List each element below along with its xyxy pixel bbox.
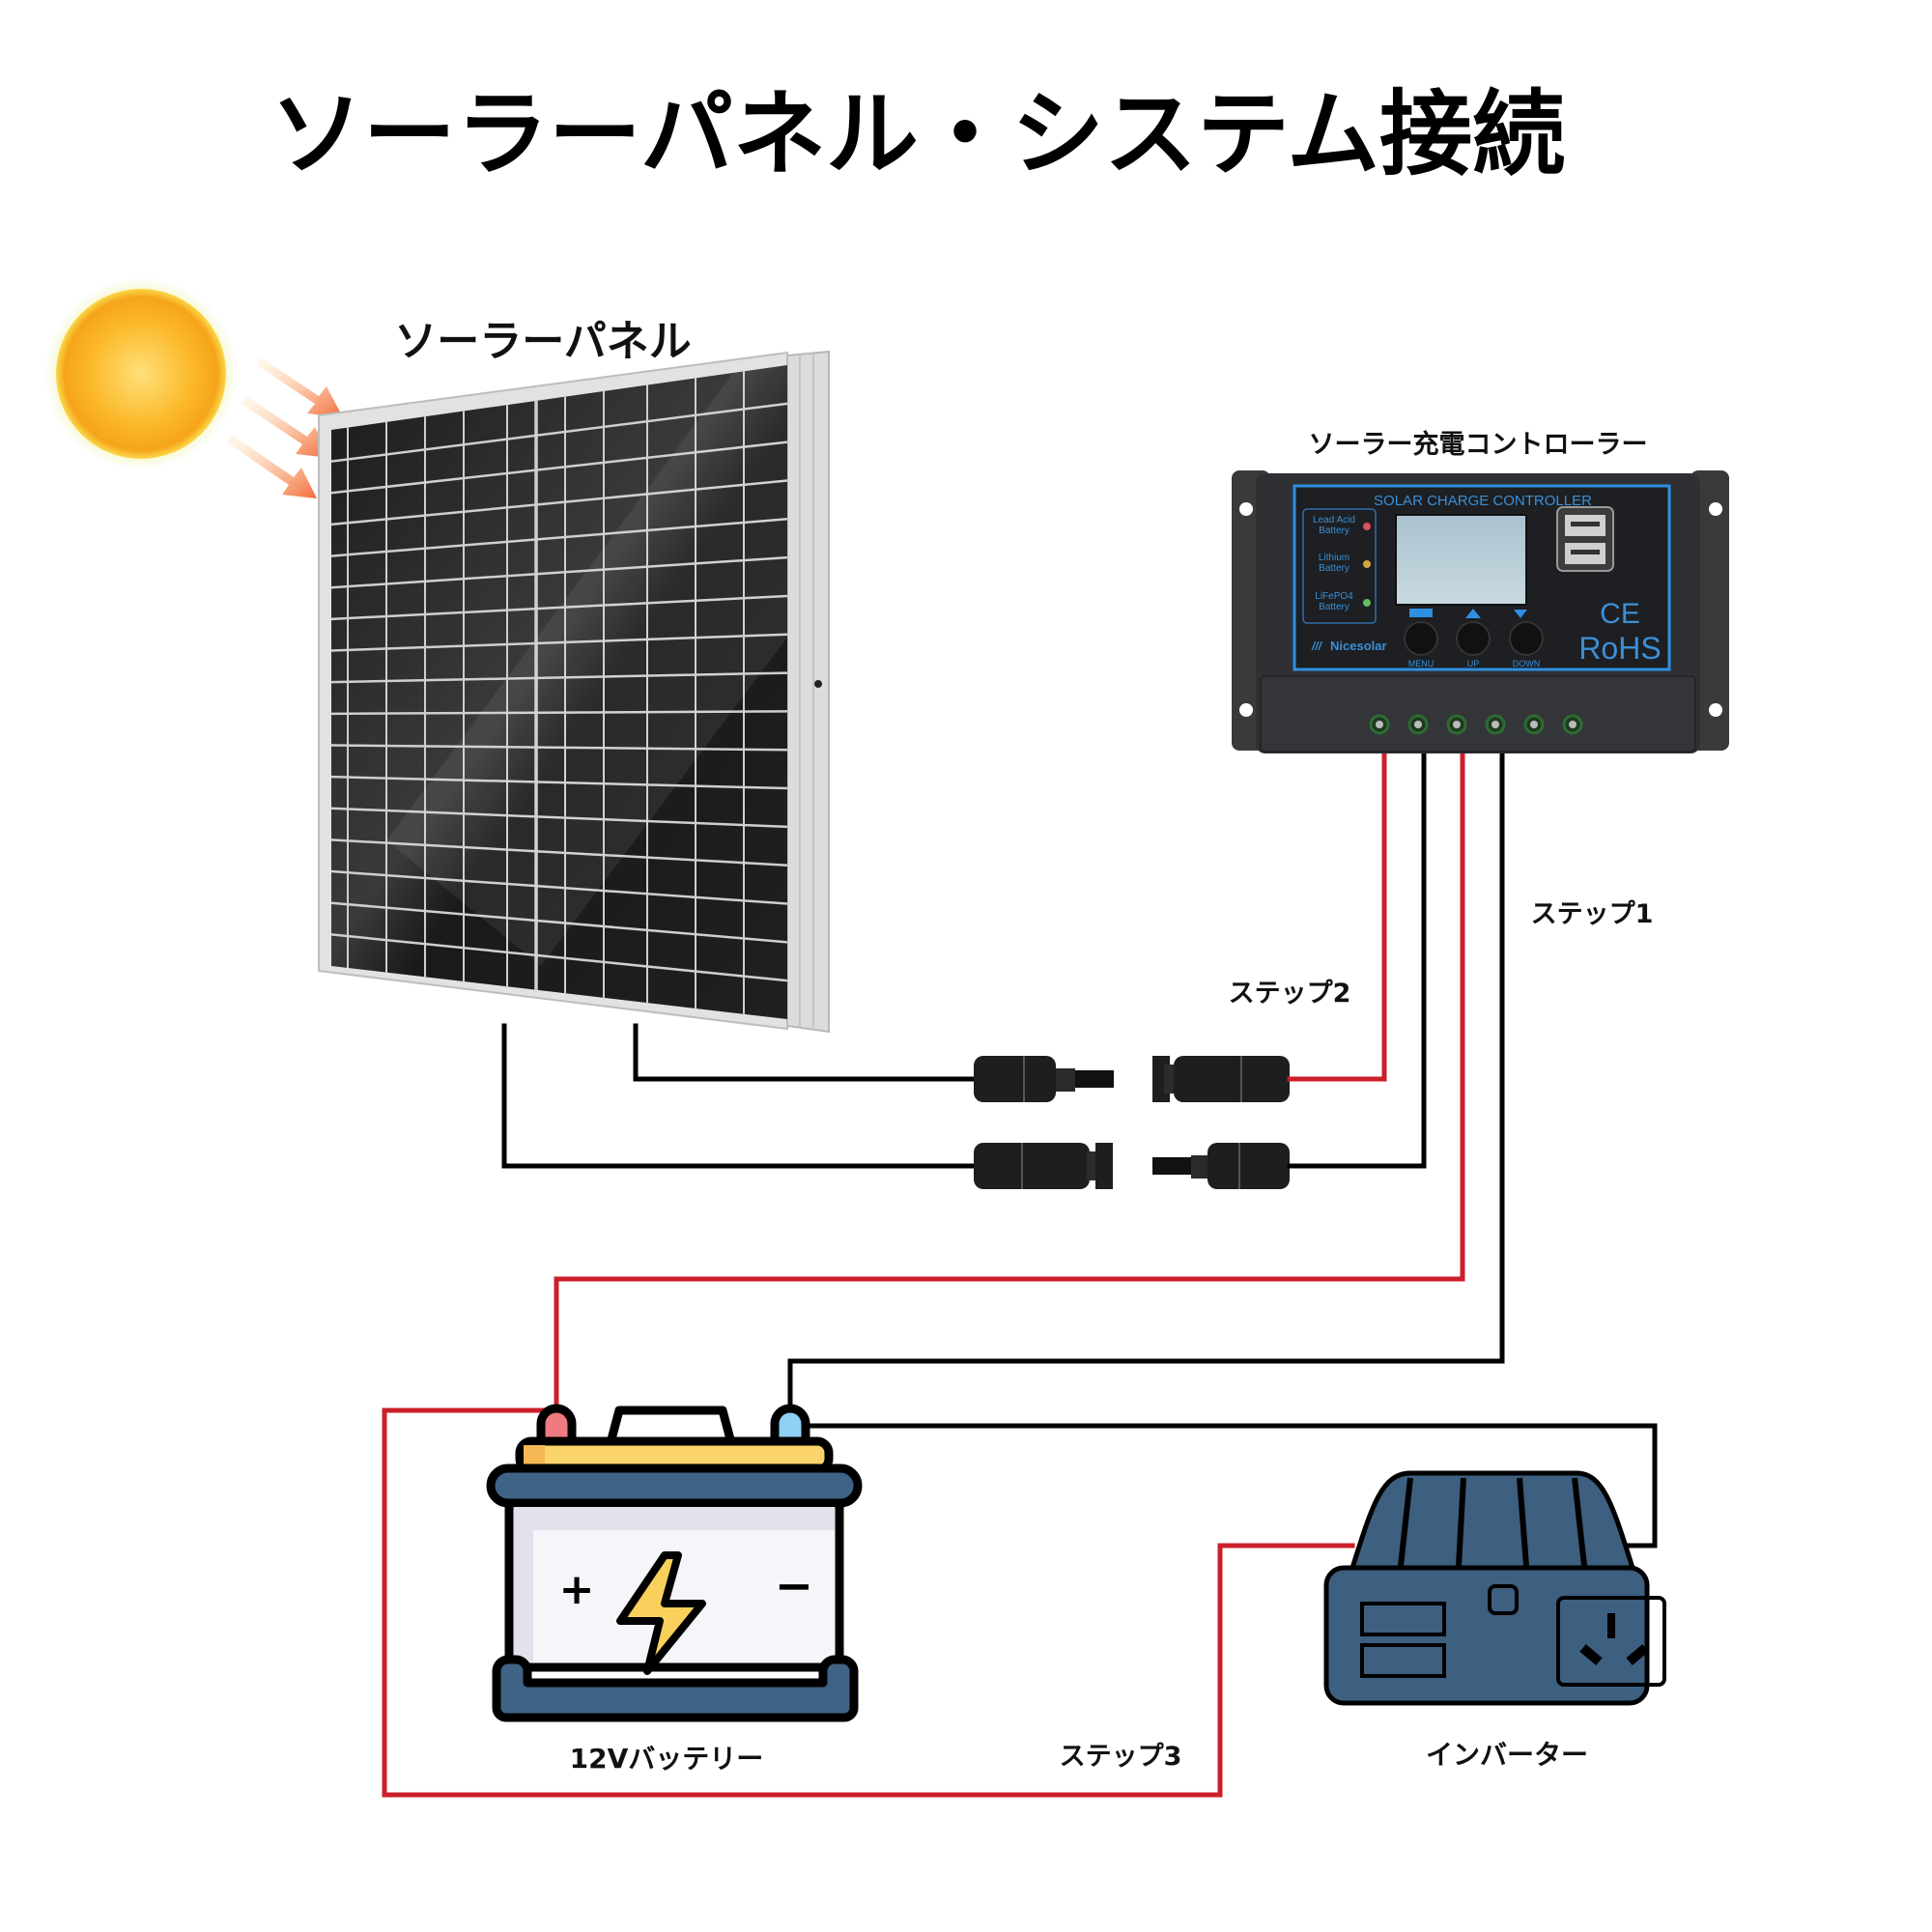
battery-type-leadacid: Lead Acid Battery — [1313, 515, 1371, 536]
outlet-pin — [1579, 1644, 1603, 1665]
battery-minus-sign: − — [775, 1559, 813, 1613]
ac-outlet-icon — [1556, 1596, 1666, 1687]
svg-text:Nicesolar: Nicesolar — [1330, 639, 1387, 653]
battery-type-lifepo4: LiFePO4 Battery — [1315, 591, 1371, 612]
page-title: ソーラーパネル・システム接続 — [270, 80, 1565, 188]
battery-type-lithium: Lithium Battery — [1319, 553, 1371, 574]
inverter-positive-wire — [382, 1407, 1355, 1798]
power-switch — [1488, 1584, 1519, 1615]
cell-row-line — [331, 633, 787, 652]
terminal-screw-head — [1414, 721, 1422, 728]
battery-12v: + − — [486, 1404, 863, 1722]
battery-plus-sign: + — [559, 1565, 595, 1614]
svg-text:Battery: Battery — [1319, 602, 1350, 612]
terminal-screw-head — [1492, 721, 1499, 728]
svg-text:///: /// — [1311, 639, 1323, 653]
svg-text:DOWN: DOWN — [1513, 659, 1541, 668]
battery-label: 12Vバッテリー — [570, 1743, 764, 1775]
svg-text:Battery: Battery — [1319, 526, 1350, 536]
ce-mark: CE — [1600, 598, 1640, 630]
charge-controller-label: ソーラー充電コントローラー — [1309, 429, 1648, 460]
inverter-wires — [382, 1407, 1658, 1798]
svg-text:MENU: MENU — [1408, 659, 1435, 668]
cell-row-line — [331, 710, 787, 716]
terminal-screws — [1369, 714, 1583, 735]
cell-row-line — [331, 671, 787, 684]
controller-pv-negative-wire — [1287, 749, 1427, 1169]
mc4-connector-female-top — [1152, 1056, 1290, 1102]
svg-text:Lead Acid: Lead Acid — [1313, 515, 1355, 526]
controller-battery-positive-wire — [554, 749, 1465, 1411]
cell-row-line — [331, 933, 787, 982]
outlet-pin — [1626, 1644, 1649, 1665]
cell-row-line — [331, 402, 787, 463]
lcd-screen — [1395, 514, 1527, 606]
cell-row-line — [331, 594, 787, 621]
controller-wires — [554, 749, 1505, 1411]
cell-row-line — [331, 744, 787, 752]
cell-row-line — [331, 869, 787, 905]
controller-battery-negative-wire — [787, 749, 1505, 1411]
cell-row-line — [331, 901, 787, 944]
cell-row-line — [331, 479, 787, 526]
solar-panel — [318, 350, 830, 1034]
usb-ports — [1556, 506, 1614, 572]
step3-label: ステップ3 — [1060, 1742, 1182, 1772]
led-lithium — [1363, 560, 1371, 568]
inverter-negative-wire — [804, 1423, 1658, 1548]
cell-row-line — [331, 440, 787, 495]
lightning-bolt-icon — [616, 1551, 706, 1675]
menu-button[interactable]: MENU — [1404, 609, 1438, 668]
terminal-screw-head — [1453, 721, 1461, 728]
step2-label: ステップ2 — [1229, 979, 1351, 1009]
controller-pv-positive-wire — [1287, 749, 1387, 1082]
svg-text:LiFePO4: LiFePO4 — [1315, 591, 1353, 602]
mc4-connector-male-top — [974, 1056, 1114, 1102]
terminal-screw-head — [1530, 721, 1538, 728]
inverter-label: インバーター — [1426, 1739, 1588, 1771]
brand-logo: /// Nicesolar — [1311, 639, 1387, 653]
cell-row-line — [331, 518, 787, 557]
mc4-connectors — [974, 1056, 1290, 1189]
panel-wires — [501, 1023, 979, 1169]
cell-row-line — [331, 838, 787, 867]
svg-text:Lithium: Lithium — [1319, 553, 1350, 563]
sun-rays-icon — [227, 357, 343, 498]
led-lead-acid — [1363, 523, 1371, 530]
solar-panel-label: ソーラーパネル — [394, 317, 692, 366]
charge-controller: SOLAR CHARGE CONTROLLER Lead Acid Batter… — [1232, 470, 1729, 753]
down-button[interactable]: DOWN — [1509, 610, 1544, 668]
panel-negative-wire — [501, 1023, 979, 1169]
controller-header-text: SOLAR CHARGE CONTROLLER — [1374, 493, 1592, 509]
solar-cell-grid — [331, 365, 787, 1019]
sun-icon — [44, 277, 238, 470]
usb-ports-icon — [1360, 1602, 1446, 1678]
svg-text:Battery: Battery — [1319, 563, 1350, 574]
terminal-screw-head — [1569, 721, 1577, 728]
terminal-screw-head — [1376, 721, 1383, 728]
panel-positive-wire — [633, 1023, 979, 1082]
cell-row-line — [331, 775, 787, 790]
cell-row-line — [331, 555, 787, 589]
step1-label: ステップ1 — [1531, 899, 1654, 929]
outlet-pin — [1607, 1613, 1615, 1638]
cell-row-line — [331, 807, 787, 829]
mc4-connector-male-bottom — [1152, 1143, 1290, 1189]
mc4-connector-female-bottom — [974, 1143, 1113, 1189]
rohs-mark: RoHS — [1578, 631, 1661, 666]
led-lifepo4 — [1363, 599, 1371, 607]
inverter — [1323, 1470, 1666, 1706]
svg-text:UP: UP — [1467, 659, 1480, 668]
up-button[interactable]: UP — [1456, 609, 1491, 668]
